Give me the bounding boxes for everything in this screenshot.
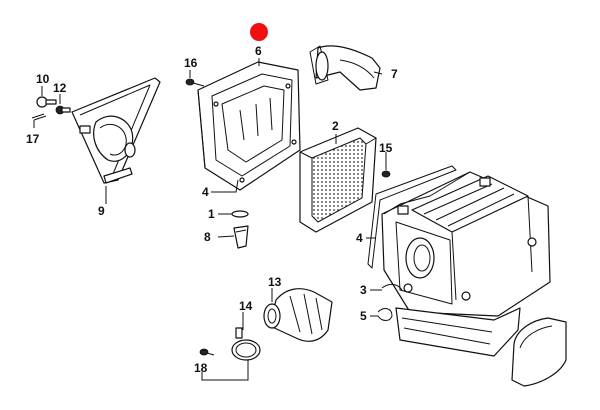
- label-part-16: 16: [184, 56, 198, 70]
- filter-element-part-2[interactable]: [299, 127, 377, 233]
- clip-part-5[interactable]: [377, 308, 393, 321]
- o-ring-part-1[interactable]: [231, 210, 249, 218]
- screw-part-16[interactable]: [185, 78, 205, 87]
- label-part-18: 18: [194, 361, 208, 375]
- label-part-14: 12: [53, 81, 67, 95]
- air-cleaner-housing[interactable]: [381, 171, 551, 357]
- label-part-17: 17: [26, 132, 40, 146]
- label-part-4b: 4: [356, 231, 363, 245]
- label-part-15: 15: [379, 141, 393, 155]
- label-part-3: 3: [360, 283, 367, 297]
- side-cover-right[interactable]: [511, 317, 567, 387]
- clip-part-17[interactable]: [31, 113, 47, 121]
- washer-part-14[interactable]: [55, 105, 71, 115]
- gasket-part-4b[interactable]: [367, 165, 457, 269]
- filter-case-part-6[interactable]: [197, 61, 301, 191]
- callout-labels: 10 12 17 9 16 6 7 2 4 1 8 15 4 3 5 13 14…: [26, 44, 398, 375]
- label-part-13: 10: [36, 72, 50, 86]
- label-part-2: 2: [332, 119, 339, 133]
- label-part-6: 6: [255, 44, 262, 58]
- red-marker-dot: [250, 23, 268, 41]
- label-part-7: 7: [391, 67, 398, 81]
- side-cover-part-12[interactable]: [71, 77, 161, 184]
- leader-lines: [33, 58, 387, 381]
- intake-duct-part-7[interactable]: [309, 45, 381, 91]
- hose-clamp-part-9[interactable]: [231, 327, 261, 361]
- label-part-1: 1: [208, 207, 215, 221]
- label-part-9: 14: [239, 299, 253, 313]
- intake-boot-part-8[interactable]: [263, 288, 333, 342]
- bolt-part-13[interactable]: [36, 96, 57, 108]
- tube-fitting-part-10[interactable]: [233, 225, 249, 249]
- label-part-4a: 4: [202, 185, 209, 199]
- screw-part-15[interactable]: [381, 160, 391, 178]
- clamp-part-3[interactable]: [381, 283, 403, 291]
- screw-part-18[interactable]: [199, 348, 215, 356]
- label-part-12: 9: [98, 204, 105, 218]
- label-part-8: 13: [268, 275, 282, 289]
- label-part-5: 5: [360, 309, 367, 323]
- label-part-10: 8: [204, 230, 211, 244]
